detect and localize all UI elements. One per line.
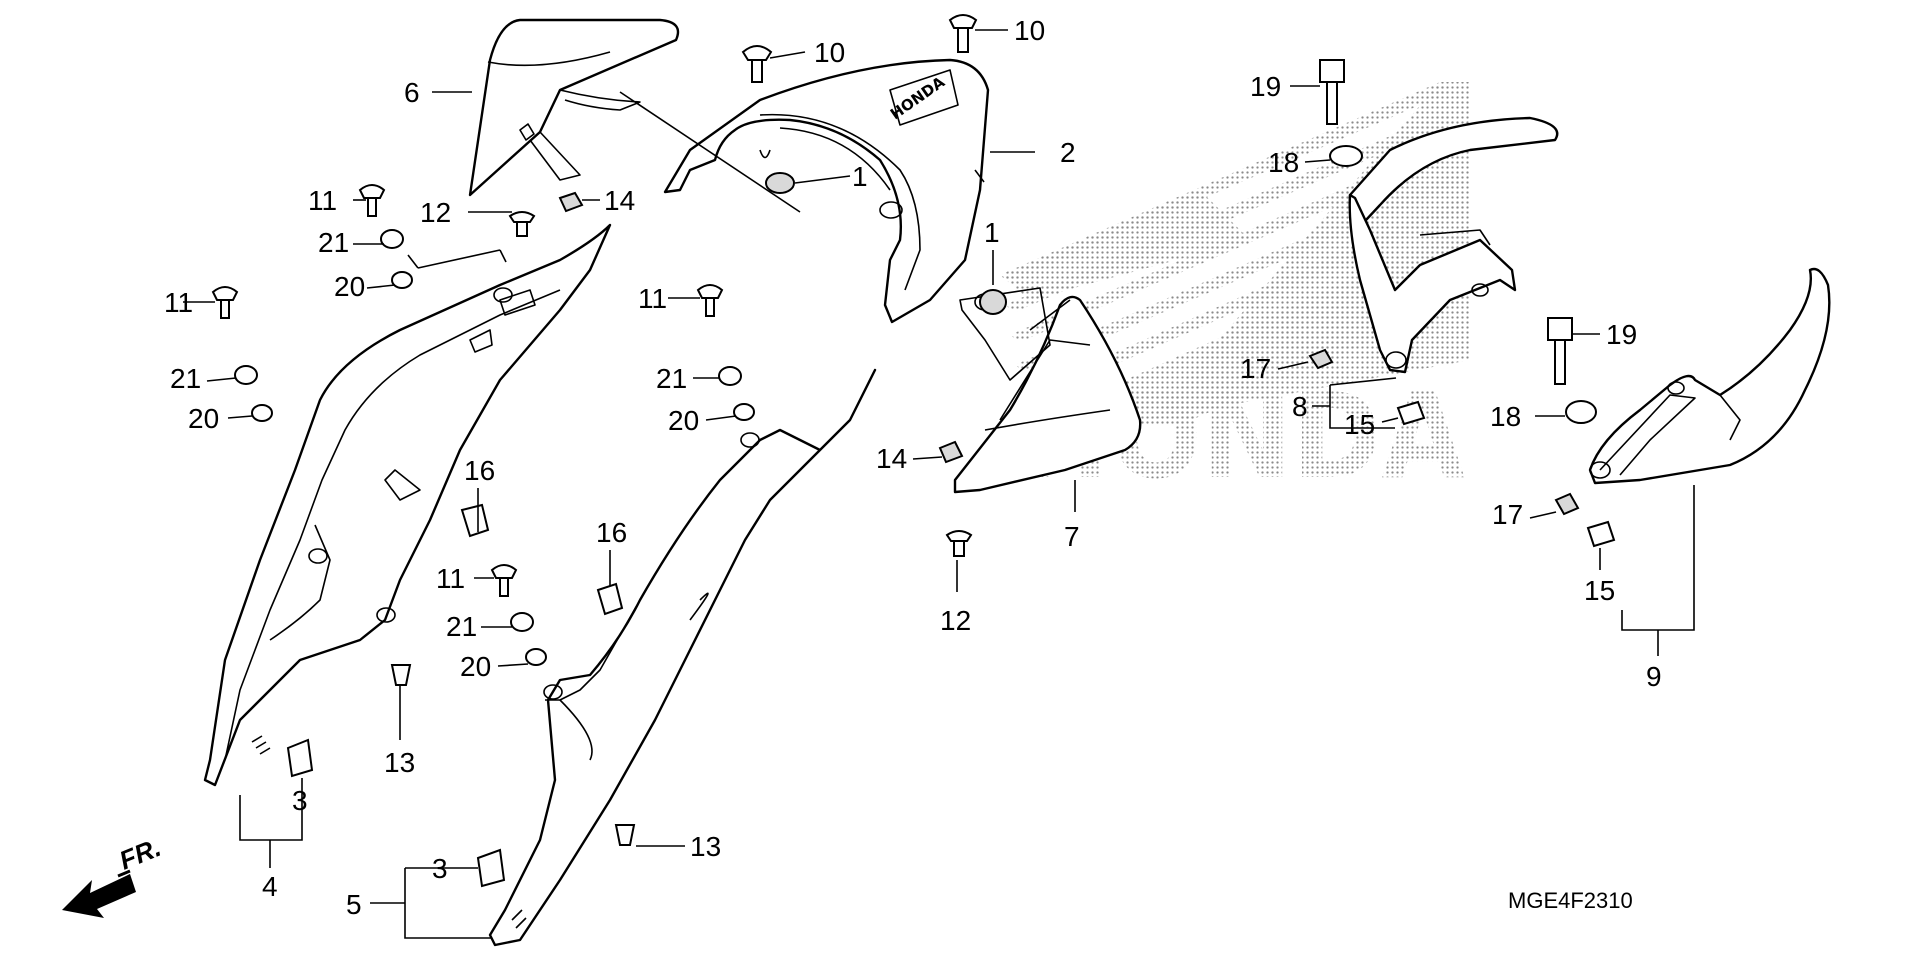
callout-7: 7 <box>1064 521 1080 552</box>
screw-12-top <box>508 211 536 237</box>
callout-1-a: 1 <box>852 161 868 192</box>
callout-14-a: 14 <box>604 185 635 216</box>
nut-15-right <box>1586 520 1616 548</box>
leader-lines <box>183 29 1695 939</box>
callout-21-a: 21 <box>318 227 349 258</box>
washer-18-right <box>1565 400 1597 424</box>
callout-10-a: 10 <box>814 37 845 68</box>
collar-21-b <box>234 365 258 385</box>
screw-10-left <box>741 45 773 83</box>
grommet-20-d <box>525 648 547 666</box>
front-arrow-label: FR. <box>115 832 165 876</box>
callout-21-b: 21 <box>170 363 201 394</box>
callout-19-b: 19 <box>1606 319 1637 350</box>
screw-11-d <box>490 564 518 597</box>
collar-21-c <box>718 366 742 386</box>
callout-12-b: 12 <box>940 605 971 636</box>
grommet-1-top <box>765 172 795 194</box>
side-cover-right-part <box>488 368 877 947</box>
callout-11-d: 11 <box>436 563 465 594</box>
callout-20-c: 20 <box>668 405 699 436</box>
callout-12-a: 12 <box>420 197 451 228</box>
callout-3-a: 3 <box>292 785 308 816</box>
callout-20-b: 20 <box>188 403 219 434</box>
callout-11-b: 11 <box>164 287 193 318</box>
pad-3-left <box>286 738 314 778</box>
callouts: 6 1 2 10 10 1 11 21 20 11 21 20 11 21 20… <box>164 15 1662 920</box>
callout-3-b: 3 <box>432 853 448 884</box>
grommet-20-c <box>733 403 755 421</box>
callout-10-b: 10 <box>1014 15 1045 46</box>
bolt-19-top <box>1319 59 1345 125</box>
callout-17-b: 17 <box>1492 499 1523 530</box>
seat-cowl-center-part <box>468 18 680 197</box>
callout-8: 8 <box>1292 391 1308 422</box>
washer-18-top <box>1329 145 1363 167</box>
nut-17-right <box>1554 492 1580 516</box>
callout-11-c: 11 <box>638 283 667 314</box>
screw-11-b <box>211 286 239 319</box>
screw-11-a <box>358 184 386 217</box>
grommet-20-a <box>391 271 413 289</box>
screw-10-right <box>948 14 978 53</box>
callout-16-a: 16 <box>464 455 495 486</box>
screw-12-bottom <box>945 530 973 557</box>
callout-21-d: 21 <box>446 611 477 642</box>
bolt-19-right <box>1547 317 1573 385</box>
diagram-code: MGE4F2310 <box>1508 888 1633 913</box>
callout-13-a: 13 <box>384 747 415 778</box>
callout-18-a: 18 <box>1268 147 1299 178</box>
callout-19-a: 19 <box>1250 71 1281 102</box>
callout-9: 9 <box>1646 661 1662 692</box>
callout-20-d: 20 <box>460 651 491 682</box>
hardware <box>211 14 1616 888</box>
clip-14-mid <box>938 440 964 464</box>
grommet-1-mid <box>979 289 1007 315</box>
collar-21-d <box>510 612 534 632</box>
front-direction-arrow: FR. <box>62 832 165 918</box>
callout-20-a: 20 <box>334 271 365 302</box>
callout-2: 2 <box>1060 137 1076 168</box>
under-cover-part <box>953 287 1142 494</box>
collar-21-a <box>380 229 404 249</box>
callout-21-c: 21 <box>656 363 687 394</box>
callout-1-b: 1 <box>984 217 1000 248</box>
callout-4: 4 <box>262 871 278 902</box>
screw-11-c <box>696 284 724 317</box>
pad-3-right <box>476 848 506 888</box>
clip-16-right <box>596 582 624 616</box>
fastener-13-left <box>390 664 412 686</box>
grommet-20-b <box>251 404 273 422</box>
callout-15-a: 15 <box>1344 409 1375 440</box>
side-cover-left-part <box>203 223 612 787</box>
rear-cowl-part <box>663 58 990 324</box>
callout-17-a: 17 <box>1240 353 1271 384</box>
callout-16-b: 16 <box>596 517 627 548</box>
grab-rail-left-part <box>1348 116 1559 374</box>
clip-14-top <box>558 191 584 213</box>
callout-18-b: 18 <box>1490 401 1521 432</box>
callout-6: 6 <box>404 77 420 108</box>
callout-14-b: 14 <box>876 443 907 474</box>
nut-17-top <box>1308 348 1334 370</box>
callout-13-b: 13 <box>690 831 721 862</box>
clip-16-left <box>460 503 490 538</box>
callout-11-a: 11 <box>308 185 337 216</box>
grab-rail-right-part <box>1588 267 1831 485</box>
fastener-13-right <box>614 824 636 846</box>
nut-15-top <box>1396 400 1426 426</box>
callout-15-b: 15 <box>1584 575 1615 606</box>
callout-5: 5 <box>346 889 362 920</box>
